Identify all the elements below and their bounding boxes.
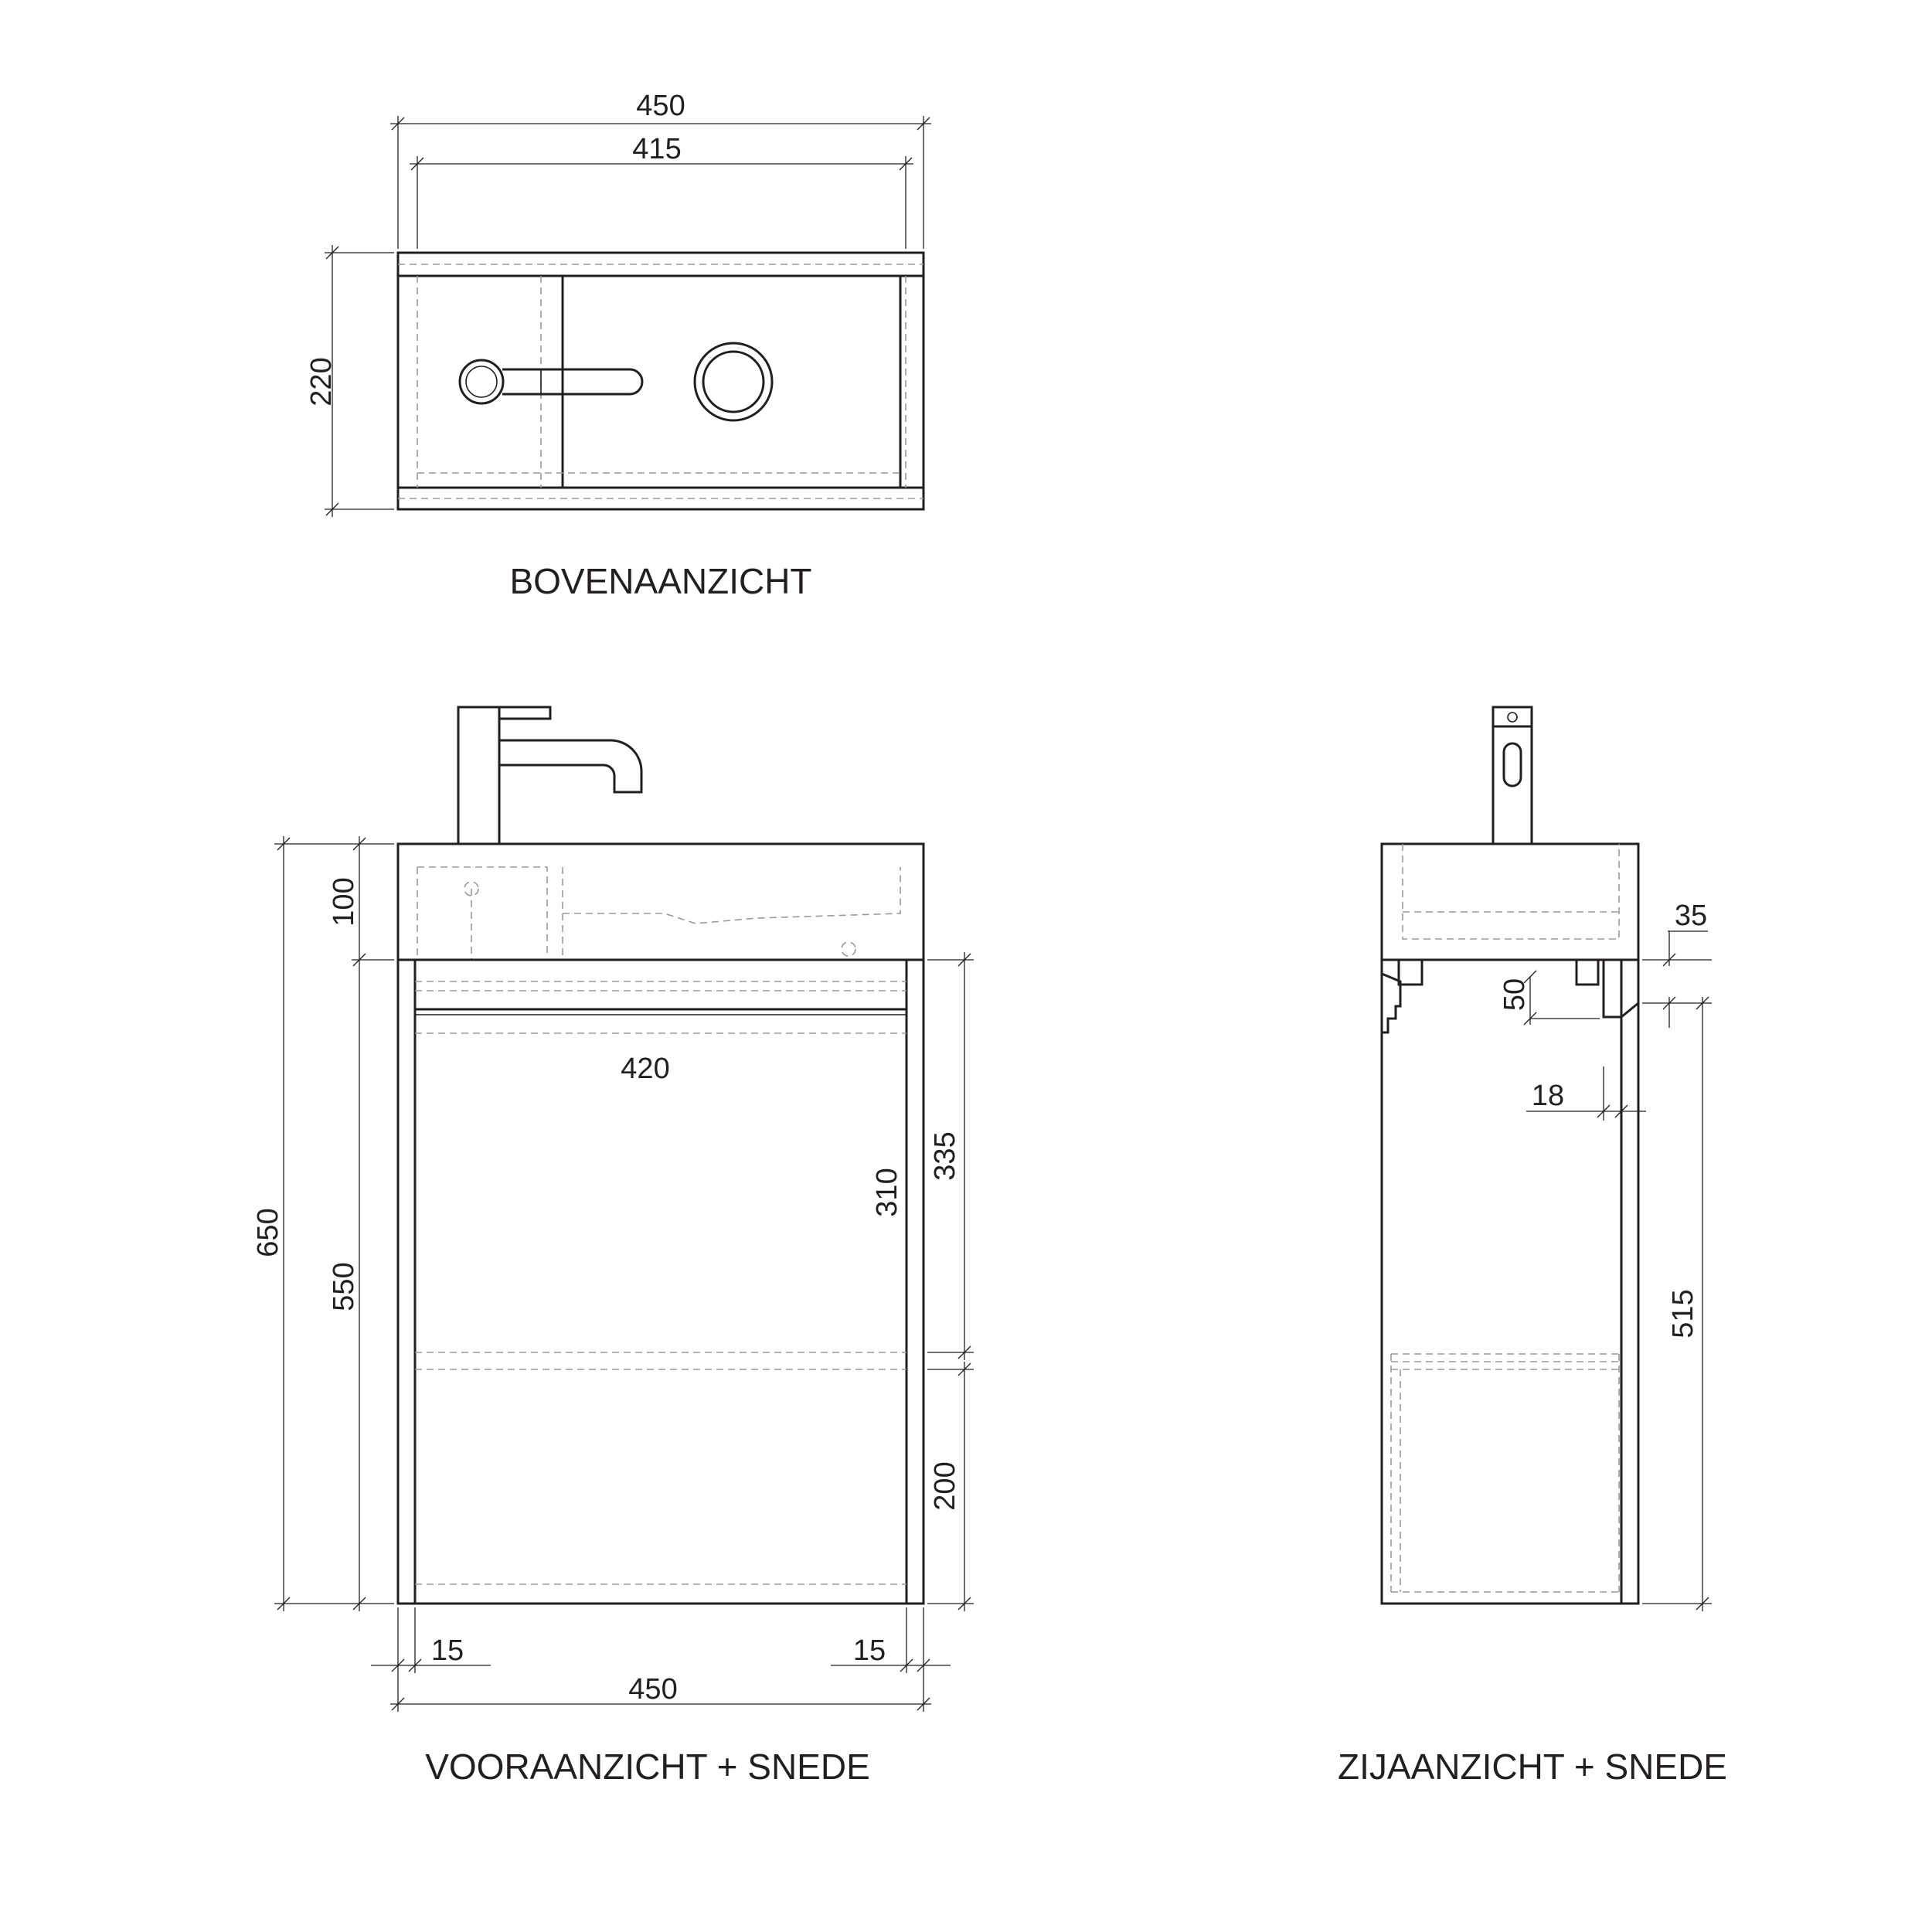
top-dim-overall-width: 450: [636, 90, 685, 122]
side-dim-panel: 18: [1526, 1066, 1646, 1121]
top-dim-450: 450: [390, 90, 931, 249]
faucet-side-icon: [1492, 706, 1533, 845]
front-dim-side-right: 15: [853, 1634, 886, 1667]
top-dim-220: 220: [305, 245, 394, 517]
top-view-outline: [396, 251, 925, 511]
front-dim-left: 100 650 550: [252, 836, 394, 1611]
front-dim-bottom: 15 15 450: [371, 1607, 951, 1712]
basin-side: [1380, 842, 1640, 961]
top-dim-415: 415: [410, 133, 913, 249]
front-dim-upper-section: 335: [929, 1131, 961, 1180]
faucet-front-icon: [457, 706, 643, 845]
tap-top-icon: [458, 359, 644, 405]
top-view-title: BOVENAANZICHT: [509, 561, 811, 601]
rail-left: [1397, 960, 1423, 986]
top-dim-inner-width: 415: [632, 133, 681, 165]
front-dim-door-height: 310: [871, 1168, 903, 1216]
rail-right: [1575, 960, 1600, 986]
side-view: 35 515 50 18 ZIJAANZICHT + SNEDE: [1338, 706, 1727, 1787]
top-dim-depth: 220: [305, 357, 338, 406]
front-dim-cabinet-height: 550: [328, 1262, 360, 1311]
cabinet-side: [1380, 958, 1640, 1605]
side-dim-body-height: 515: [1667, 1289, 1699, 1338]
front-dim-lower-section: 200: [929, 1461, 961, 1510]
front-view: 100 650 550 420 310 335 200: [252, 706, 974, 1787]
side-dim-panel-thickness: 18: [1532, 1080, 1564, 1112]
drain-top-icon: [693, 342, 774, 422]
front-view-title: VOORAANZICHT + SNEDE: [425, 1747, 870, 1787]
side-dim-right: 35 515: [1642, 900, 1712, 1611]
front-dim-total-height: 650: [252, 1208, 284, 1257]
front-dim-right: 335 200: [927, 952, 974, 1611]
side-dim-rail: 50: [1498, 970, 1600, 1026]
front-dim-width: 450: [628, 1673, 677, 1706]
top-view: 450 415 220 BOVENAANZICHT: [305, 90, 931, 601]
front-dim-side-left: 15: [431, 1634, 464, 1667]
side-dim-gap: 35: [1675, 900, 1707, 932]
side-view-title: ZIJAANZICHT + SNEDE: [1338, 1747, 1727, 1787]
basin-front: [396, 842, 925, 961]
cabinet-front: [396, 958, 925, 1605]
front-dim-basin-height: 100: [328, 877, 360, 926]
side-dim-rail-height: 50: [1498, 978, 1531, 1011]
front-dim-inner-width: 420: [621, 1053, 669, 1085]
